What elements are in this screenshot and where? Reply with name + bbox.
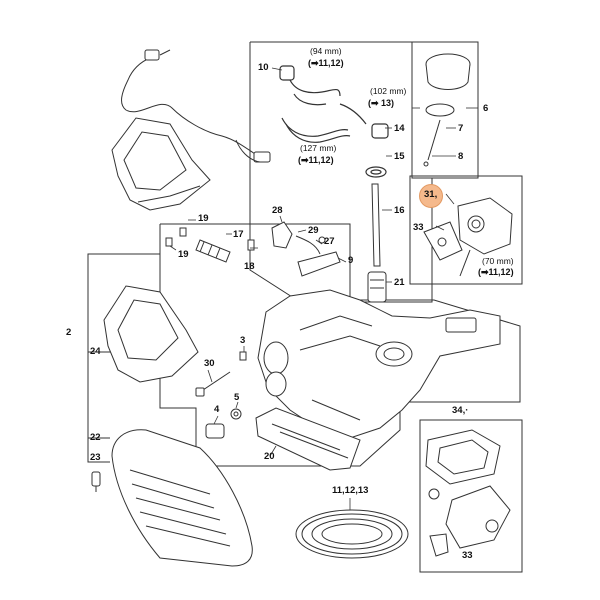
- highlight-31: [419, 184, 443, 208]
- callout-23: 23: [90, 452, 101, 463]
- callout-4: 4: [214, 404, 220, 415]
- main-housing: [257, 289, 501, 439]
- dim-102mm: (102 mm): [370, 86, 407, 96]
- callout-14: 14: [394, 123, 405, 134]
- callout-17: 17: [233, 229, 244, 240]
- callout-27: 27: [324, 236, 335, 247]
- callout-33-carb: 33: [413, 222, 424, 233]
- tank-cap-parts: [423, 53, 471, 167]
- callout-6: 6: [483, 103, 489, 114]
- screw-3: [239, 351, 247, 361]
- callout-18: 18: [244, 261, 255, 272]
- parts-17-18-19: [165, 227, 255, 263]
- callout-29: 29: [308, 225, 319, 236]
- callout-5: 5: [234, 392, 240, 403]
- callout-19-top: 19: [198, 213, 209, 224]
- dim-127mm: (127 mm): [300, 143, 337, 153]
- ref-94mm: (➡11,12): [308, 58, 344, 68]
- callout-16: 16: [394, 205, 405, 216]
- pickup-16-filter-21: [367, 183, 387, 303]
- callout-2: 2: [66, 327, 72, 338]
- callout-22: 22: [90, 432, 101, 443]
- callout-34-35: 34,·: [452, 405, 469, 416]
- callout-30: 30: [204, 358, 215, 369]
- ref-70mm: (➡11,12): [478, 267, 514, 277]
- callout-3: 3: [240, 335, 246, 346]
- callout-28: 28: [272, 205, 283, 216]
- carburetor-31: [423, 197, 513, 277]
- frame-tank-cap: [411, 41, 479, 179]
- callout-21: 21: [394, 277, 405, 288]
- leader-lines: [169, 67, 478, 510]
- baffle-24: [103, 285, 199, 383]
- frame-carburetor: [409, 175, 523, 285]
- callout-11-12-13: 11,12,13: [332, 485, 369, 496]
- cover-22: [111, 429, 253, 567]
- ref-127mm: (➡11,12): [298, 155, 334, 165]
- guard-20: [255, 407, 361, 471]
- wiring-harness: [121, 49, 271, 163]
- seal-11-12-13: [295, 509, 409, 559]
- callout-19-left: 19: [178, 249, 189, 260]
- callout-7: 7: [458, 123, 464, 134]
- frame-gaskets: [419, 419, 523, 573]
- callout-8: 8: [458, 151, 464, 162]
- callout-10: 10: [258, 62, 269, 73]
- parts-27-28-29-9: [271, 221, 341, 277]
- dim-94mm: (94 mm): [310, 46, 342, 56]
- gasket-set: [425, 429, 511, 557]
- callout-31: 31,: [424, 189, 438, 200]
- callout-24: 24: [90, 346, 101, 357]
- parts-4-5: [205, 408, 242, 439]
- fuel-hoses: [279, 65, 389, 178]
- callout-15: 15: [394, 151, 405, 162]
- callout-9: 9: [348, 255, 354, 266]
- bracket-2: [87, 253, 160, 463]
- callout-20: 20: [264, 451, 275, 462]
- screw-30: [195, 371, 231, 397]
- upper-baffle: [111, 117, 211, 211]
- callout-33-gasket: 33: [462, 550, 473, 561]
- ref-102mm: (➡ 13): [368, 98, 395, 108]
- screw-23: [91, 471, 101, 492]
- dim-70mm: (70 mm): [482, 256, 514, 266]
